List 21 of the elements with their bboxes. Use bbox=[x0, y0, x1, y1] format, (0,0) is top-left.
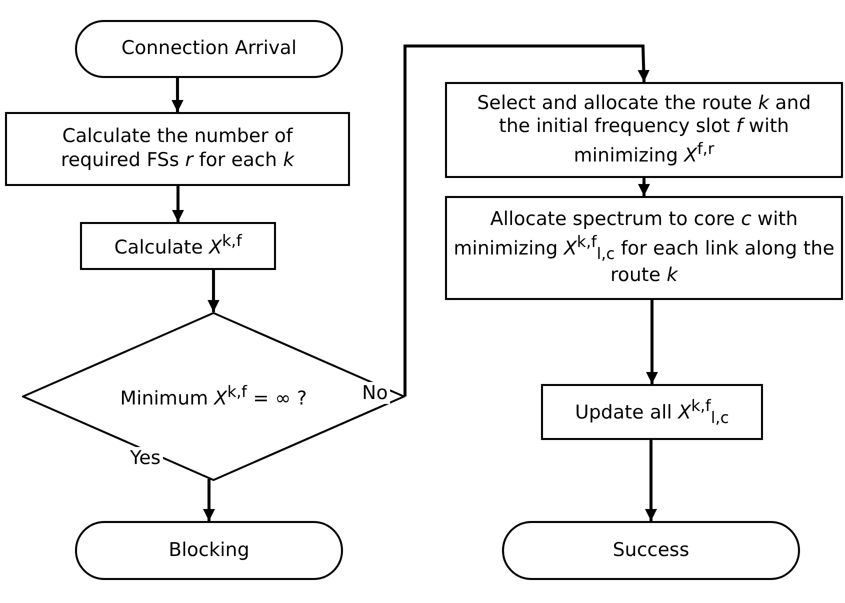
node-text: Allocate spectrum to core c with minimizing X$^{k,f}$$_{l,c}$ for each link along the route k bbox=[453, 208, 835, 288]
node-text: Connection Arrival bbox=[121, 37, 297, 61]
node-text: Calculate X$^{k,f}$ bbox=[114, 231, 242, 261]
process-box bbox=[541, 384, 763, 440]
arrow bbox=[404, 44, 650, 396]
arrow bbox=[645, 440, 657, 521]
process-box bbox=[80, 222, 276, 270]
arrow bbox=[172, 78, 184, 112]
node-text: Blocking bbox=[168, 538, 250, 562]
process-box bbox=[445, 196, 843, 300]
node-text: Minimum X$^{k,f}$ = ∞ ? bbox=[120, 382, 307, 412]
arrow bbox=[203, 479, 215, 521]
process-box bbox=[445, 82, 843, 178]
node-text: Calculate the number of required FSs r for each k bbox=[60, 125, 296, 173]
arrow bbox=[172, 186, 184, 222]
arrow bbox=[638, 178, 650, 196]
node-text: Select and allocate the route k and the initial frequency slot f with minimizing X$^{f,r}$ bbox=[476, 92, 812, 168]
arrow bbox=[208, 270, 220, 312]
node-text: Success bbox=[612, 538, 690, 562]
process-box bbox=[5, 112, 350, 186]
arrow bbox=[646, 300, 658, 384]
